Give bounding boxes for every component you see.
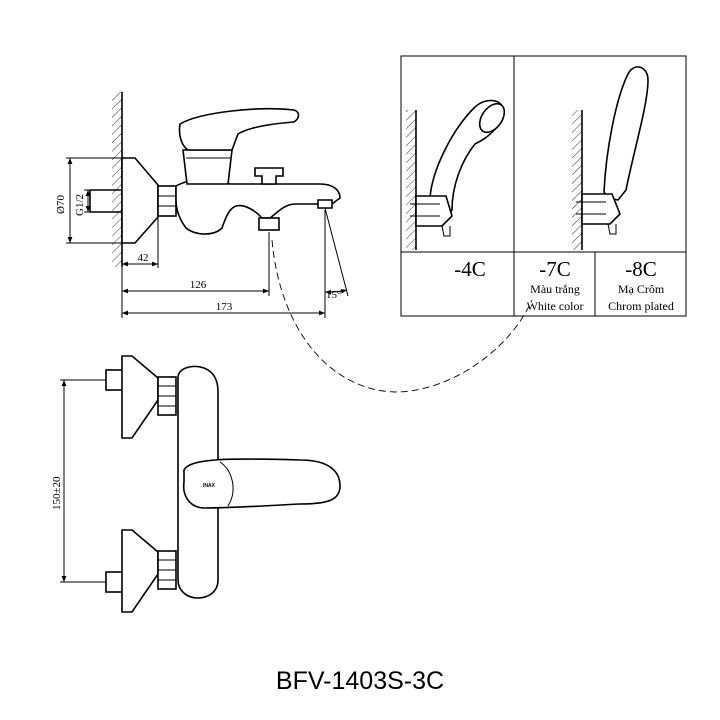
dim-thread: G1/2: [74, 194, 86, 216]
dim-173: 173: [216, 301, 233, 313]
wall-hatch: [112, 92, 123, 267]
option-7c-line2: White color: [527, 299, 584, 313]
nut: [157, 185, 177, 217]
option-code-7c: -7C: [539, 257, 571, 281]
front-handle: [182, 458, 341, 509]
hose-connection-curve: [271, 239, 533, 393]
diverter-knob: [254, 167, 284, 185]
dim-diameter: Ø70: [55, 195, 67, 214]
handle-logo: INAX: [203, 483, 216, 489]
dim-42: 42: [138, 252, 149, 264]
option-7c-line1: Màu trắng: [530, 282, 580, 296]
dim-126: 126: [190, 279, 207, 291]
hand-shower-wall-holder: [406, 99, 506, 250]
dim-spacing: 150±20: [51, 476, 63, 510]
flange: [121, 157, 159, 244]
dim-angle: 15°: [326, 289, 341, 301]
option-code-8c: -8C: [625, 257, 657, 281]
side-view: Ø70 G1/2 42 126 173 15°: [55, 92, 533, 393]
model-number: BFV-1403S-3C: [276, 667, 444, 695]
option-8c-line2: Chrom plated: [608, 299, 674, 313]
front-view: INAX 150±20: [51, 355, 341, 613]
mixer-body: [175, 178, 341, 235]
options-table: -4C -7C Màu trắng White color -8C Mạ Crô…: [400, 55, 687, 317]
option-8c-line1: Mạ Crôm: [618, 282, 665, 296]
option-code-4c: -4C: [454, 257, 486, 281]
lever-handle: [178, 107, 300, 151]
hand-shower-slim: [572, 66, 649, 250]
